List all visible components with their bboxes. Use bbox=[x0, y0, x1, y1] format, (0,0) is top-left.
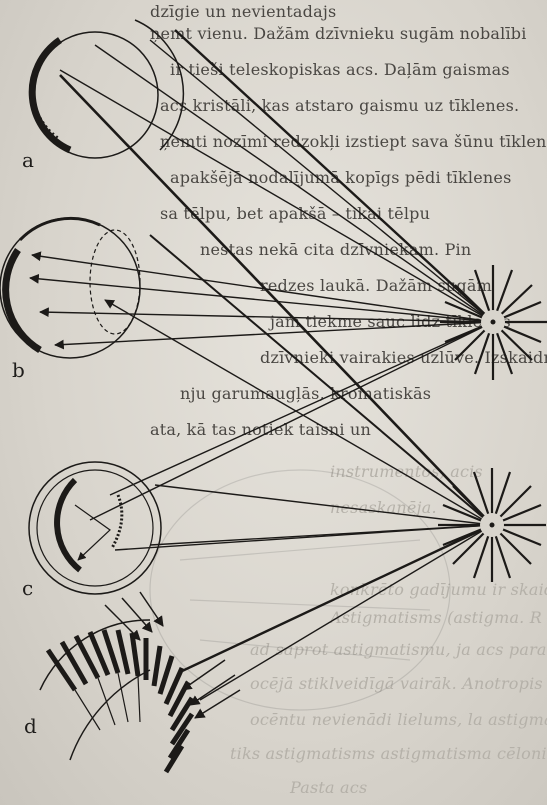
fish-skeleton-background bbox=[150, 470, 450, 710]
light-source-upper bbox=[440, 265, 547, 380]
panel-label-d: d bbox=[24, 714, 37, 738]
panel-label-c: c bbox=[22, 576, 33, 600]
eye-b-diagram bbox=[0, 218, 140, 358]
light-rays bbox=[30, 30, 493, 700]
panel-label-b: b bbox=[12, 358, 25, 382]
compound-eye-d-diagram bbox=[40, 592, 240, 772]
eye-c-diagram bbox=[29, 462, 161, 594]
eye-a-diagram bbox=[32, 20, 183, 158]
panel-label-a: a bbox=[22, 148, 34, 172]
